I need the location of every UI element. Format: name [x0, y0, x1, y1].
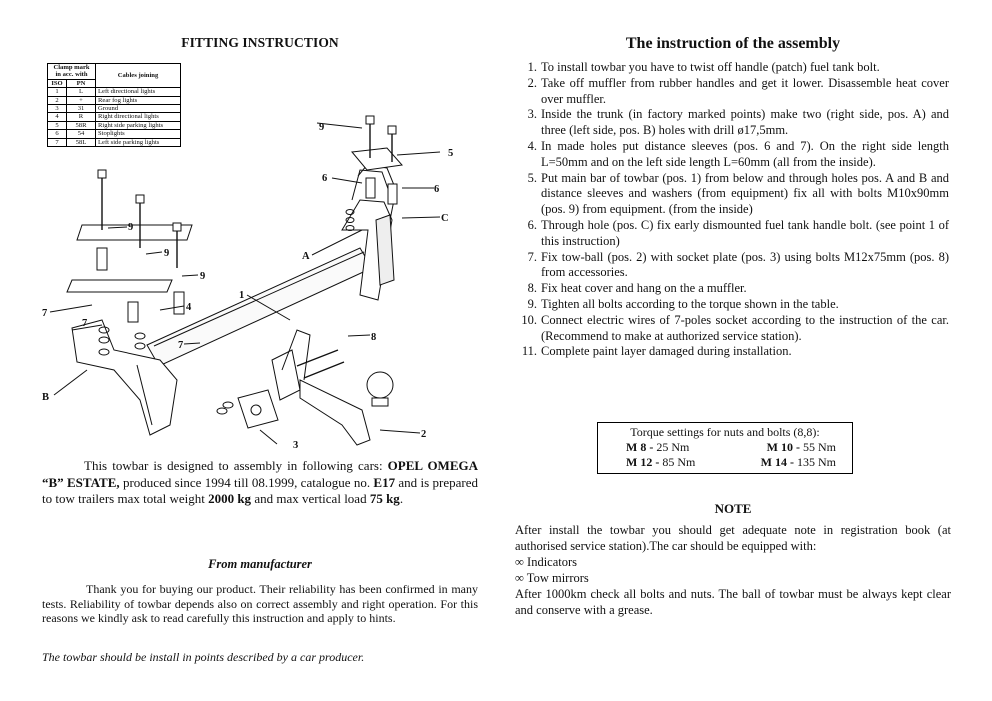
- list-item: 5.Put main bar of towbar (pos. 1) from b…: [527, 170, 949, 217]
- note-text: After install the towbar you should get …: [515, 523, 951, 553]
- list-item: 6.Through hole (pos. C) fix early dismou…: [527, 217, 949, 248]
- torque-settings-box: Torque settings for nuts and bolts (8,8)…: [597, 422, 853, 474]
- catalogue-number: E17: [373, 474, 396, 490]
- torque-m12: M 12 - 85 Nm: [626, 455, 696, 469]
- callout-9-a: 9: [128, 222, 133, 233]
- torque-m10: M 10 - 55 Nm: [766, 440, 836, 454]
- callout-7-b: 7: [82, 318, 87, 329]
- callout-4: 4: [186, 302, 192, 313]
- list-item: 7.Fix tow-ball (pos. 2) with socket plat…: [527, 249, 949, 280]
- towbar-exploded-diagram: 9 5 6 6 C A 1 9 9 9 7 7 4 7 B 8 2 3: [42, 115, 453, 451]
- callout-6-left: 6: [322, 173, 327, 184]
- list-item: ∞ Indicators: [515, 555, 578, 569]
- callout-3: 3: [293, 440, 298, 451]
- assembly-title: The instruction of the assembly: [625, 35, 841, 52]
- from-manufacturer-text: Thank you for buying our product. Their …: [42, 582, 478, 626]
- install-note: The towbar should be install in points d…: [42, 650, 365, 664]
- callout-A: A: [302, 251, 310, 262]
- callout-8: 8: [371, 332, 376, 343]
- cables-table: Clamp mark in acc. with Cables joining I…: [47, 62, 181, 148]
- list-item: 2.Take off muffler from rubber handles a…: [527, 75, 949, 106]
- callout-2: 2: [421, 429, 426, 440]
- clamp-mark-header: Clamp mark in acc. with: [47, 63, 96, 80]
- list-item: 11.Complete paint layer damaged during i…: [521, 344, 792, 359]
- callout-1: 1: [239, 290, 244, 301]
- from-manufacturer-title: From manufacturer: [208, 557, 312, 571]
- list-item: 3.Inside the trunk (in factory marked po…: [527, 107, 949, 138]
- pn-header: PN: [66, 78, 96, 89]
- note-items: ∞ Indicators ∞ Tow mirrors: [515, 554, 951, 586]
- callout-7-a: 7: [42, 308, 47, 319]
- list-item: 4.In made holes put distance sleeves (po…: [527, 138, 949, 169]
- assembly-steps: 1.To install towbar you have to twist of…: [515, 60, 949, 360]
- list-item: ∞ Tow mirrors: [515, 571, 589, 585]
- callout-C: C: [441, 213, 449, 224]
- callout-9-b: 9: [164, 248, 169, 259]
- left-column: FITTING INSTRUCTION Clamp mark in acc. w…: [42, 30, 478, 664]
- callout-B: B: [42, 392, 49, 403]
- list-item: 8.Fix heat cover and hang on the a muffl…: [527, 281, 747, 296]
- list-item: 9.Tighten all bolts according to the tor…: [527, 296, 839, 311]
- max-weight: 2000 kg: [208, 491, 252, 506]
- torque-title: Torque settings for nuts and bolts (8,8)…: [630, 425, 820, 439]
- note-body: After install the towbar you should get …: [515, 522, 951, 618]
- list-item: 10.Connect electric wires of 7-poles soc…: [521, 312, 949, 343]
- list-item: 1.To install towbar you have to twist of…: [527, 60, 880, 74]
- callout-9-c: 9: [200, 271, 205, 282]
- max-load: 75 kg: [369, 491, 400, 506]
- torque-m8: M 8 - 25 Nm: [626, 440, 690, 454]
- callout-5: 5: [448, 148, 453, 159]
- car-model: OPEL OMEGA “B” ESTATE,: [42, 458, 478, 490]
- callout-7-c: 7: [178, 340, 183, 351]
- right-column: The instruction of the assembly 1.To ins…: [515, 30, 951, 617]
- callout-9-right: 9: [319, 122, 324, 133]
- intro-paragraph: This towbar is designed to assembly in f…: [42, 458, 478, 506]
- fitting-instruction-title: FITTING INSTRUCTION: [181, 35, 339, 50]
- note-after: After 1000km check all bolts and nuts. T…: [515, 587, 951, 617]
- torque-m14: M 14 - 135 Nm: [760, 455, 836, 469]
- callout-6-right: 6: [434, 184, 439, 195]
- note-title: NOTE: [714, 501, 752, 516]
